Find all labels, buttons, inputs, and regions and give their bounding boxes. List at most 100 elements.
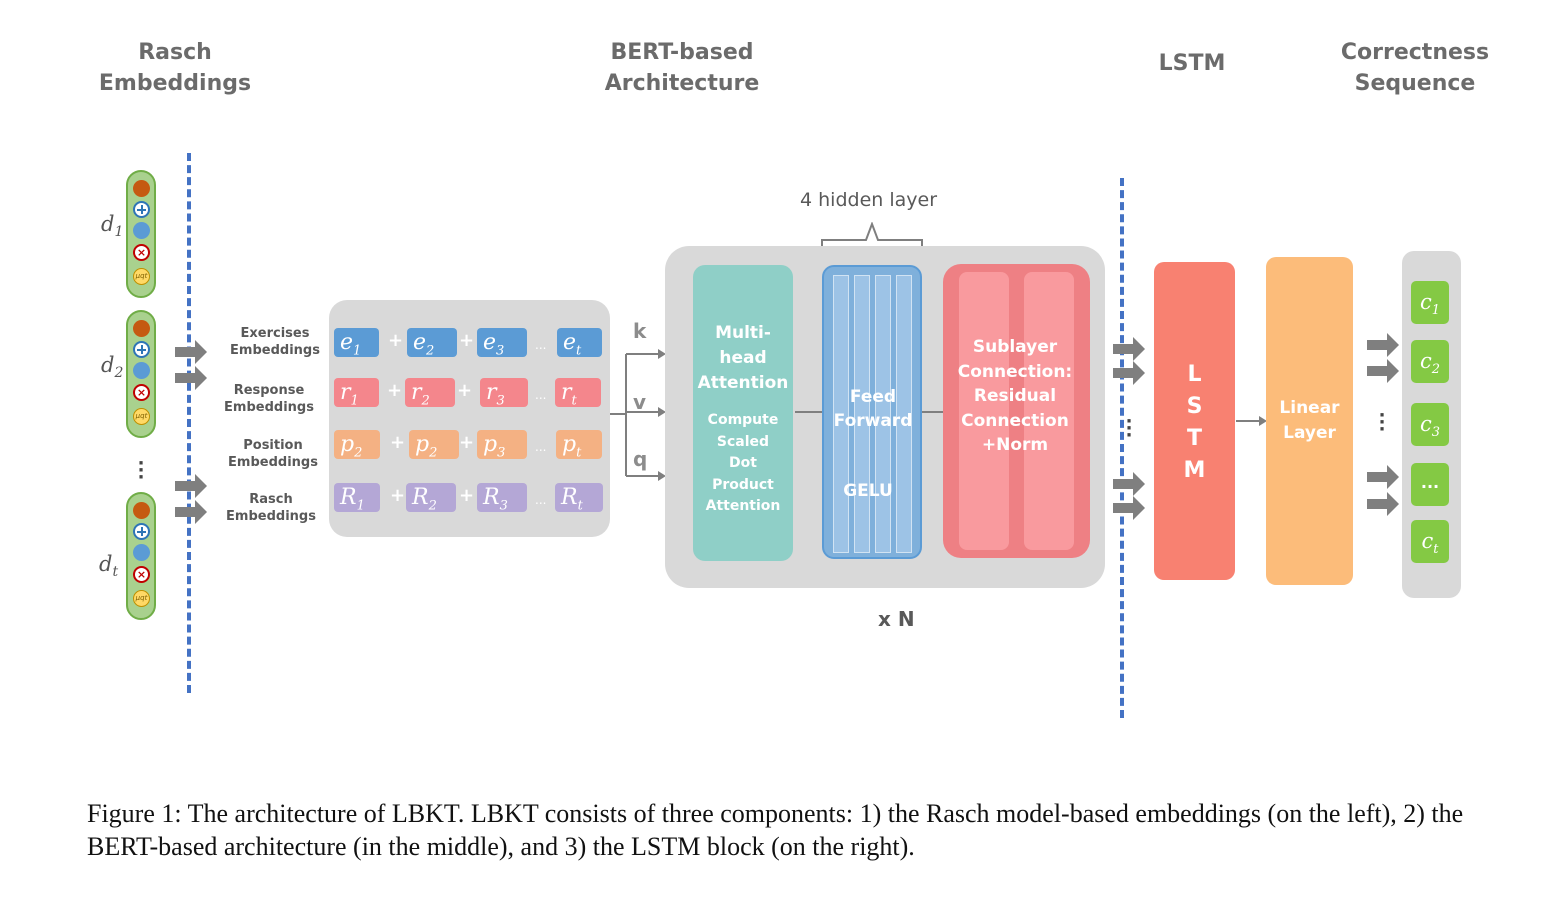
arrow-head-icon: [658, 471, 666, 481]
output-ellipsis-box: ...: [1411, 463, 1449, 506]
hidden-layer-brace: [821, 222, 923, 256]
arrow-right-icon: [1367, 465, 1399, 489]
header-correctness-line1: Correctness: [1340, 40, 1490, 65]
hidden-layer-bar: [896, 275, 912, 553]
ellipsis: ...: [535, 388, 547, 402]
token-p2-first: p2: [334, 430, 380, 460]
cross-icon: ×: [133, 244, 150, 261]
embedding-panel: e1 + e2 + e3 ... et r1 + r2 + r3 ... rt …: [329, 300, 610, 537]
output-panel: c1 c2 c3 ... ct: [1402, 251, 1461, 598]
repeat-label: x N: [878, 607, 915, 631]
sublayer-inner-bar: [959, 272, 1009, 550]
ellipsis: ...: [535, 440, 547, 454]
arrow-right-icon: [1113, 472, 1145, 496]
d2-label: d2: [101, 353, 124, 382]
v-label: v: [633, 390, 647, 414]
stack-capsule: × μqt: [126, 170, 156, 298]
stack-capsule: × μqt: [126, 492, 156, 620]
header-rasch-line1: Rasch: [138, 40, 212, 65]
k-label: k: [633, 319, 647, 343]
token-p2: p2: [409, 430, 459, 460]
right-dashed-separator: [1120, 178, 1124, 718]
token-rt: rt: [555, 378, 601, 408]
blue-dot-icon: [133, 222, 150, 239]
cross-icon: ×: [133, 384, 150, 401]
header-correctness-sequence: Correctness Sequence: [1335, 37, 1495, 99]
connector-line: [795, 411, 823, 413]
output-arrows: [1367, 333, 1399, 516]
arrow-head-icon: [658, 349, 666, 359]
token-pt: pt: [556, 430, 602, 460]
hidden-layer-bar: [854, 275, 870, 553]
ellipsis: ...: [535, 338, 547, 352]
token-r3: r3: [480, 378, 528, 408]
vertical-ellipsis-icon: ···: [1378, 405, 1386, 440]
token-r2: r2: [405, 378, 455, 408]
token-e1: e1: [334, 328, 379, 358]
token-R3: R3: [477, 483, 527, 513]
token-e3: e3: [477, 328, 527, 358]
figure-caption: Figure 1: The architecture of LBKT. LBKT…: [87, 799, 1464, 861]
mu-icon: μqt: [133, 590, 150, 607]
blue-dot-icon: [133, 544, 150, 561]
arrow-right-icon: [175, 474, 207, 498]
lstm-input-arrows: [1113, 337, 1145, 520]
lstm-to-linear-arrow: [1236, 416, 1267, 426]
plus-icon: +: [459, 485, 475, 506]
plus-icon: +: [390, 432, 406, 453]
arrow-right-icon: [1367, 492, 1399, 516]
arrow-right-icon: [175, 340, 207, 364]
sublayer-inner-bar: [1024, 272, 1074, 550]
arrow-right-icon: [1113, 337, 1145, 361]
plus-icon: +: [388, 330, 404, 351]
mu-icon: μqt: [133, 408, 150, 425]
arrow-right-icon: [1367, 359, 1399, 383]
cross-icon: ×: [133, 566, 150, 583]
vertical-ellipsis-icon: ···: [1125, 411, 1133, 446]
token-et: et: [557, 328, 602, 358]
left-input-arrows: [175, 340, 207, 524]
arrow-right-icon: [175, 366, 207, 390]
arrow-right-icon: [1367, 333, 1399, 357]
arrow-head-icon: [658, 407, 666, 417]
token-Rt: Rt: [555, 483, 603, 513]
orange-dot-icon: [133, 180, 150, 197]
plus-icon: [133, 341, 150, 358]
output-c1: c1: [1411, 281, 1449, 324]
header-correctness-line2: Sequence: [1354, 71, 1476, 96]
plus-icon: +: [459, 330, 475, 351]
blue-dot-icon: [133, 362, 150, 379]
hidden-layer-label: 4 hidden layer: [800, 189, 938, 211]
token-e2: e2: [407, 328, 457, 358]
plus-icon: +: [457, 380, 473, 401]
dt-label: dt: [99, 552, 119, 581]
vertical-ellipsis-icon: ···: [137, 453, 145, 488]
left-dashed-separator: [187, 153, 191, 693]
output-c3: c3: [1411, 403, 1449, 446]
plus-icon: +: [390, 485, 406, 506]
mu-icon: μqt: [133, 268, 150, 285]
orange-dot-icon: [133, 320, 150, 337]
plus-icon: [133, 201, 150, 218]
ellipsis: ...: [535, 493, 547, 507]
header-rasch-embeddings: Rasch Embeddings: [95, 37, 255, 99]
output-c2: c2: [1411, 340, 1449, 383]
token-p3: p3: [477, 430, 527, 460]
token-r1: r1: [334, 378, 379, 408]
connector-line: [922, 411, 944, 413]
header-bert-line2: Architecture: [604, 71, 760, 96]
plus-icon: +: [387, 380, 403, 401]
header-rasch-line2: Embeddings: [98, 71, 252, 96]
gelu-label: GELU: [843, 481, 893, 501]
token-R2: R2: [406, 483, 456, 513]
